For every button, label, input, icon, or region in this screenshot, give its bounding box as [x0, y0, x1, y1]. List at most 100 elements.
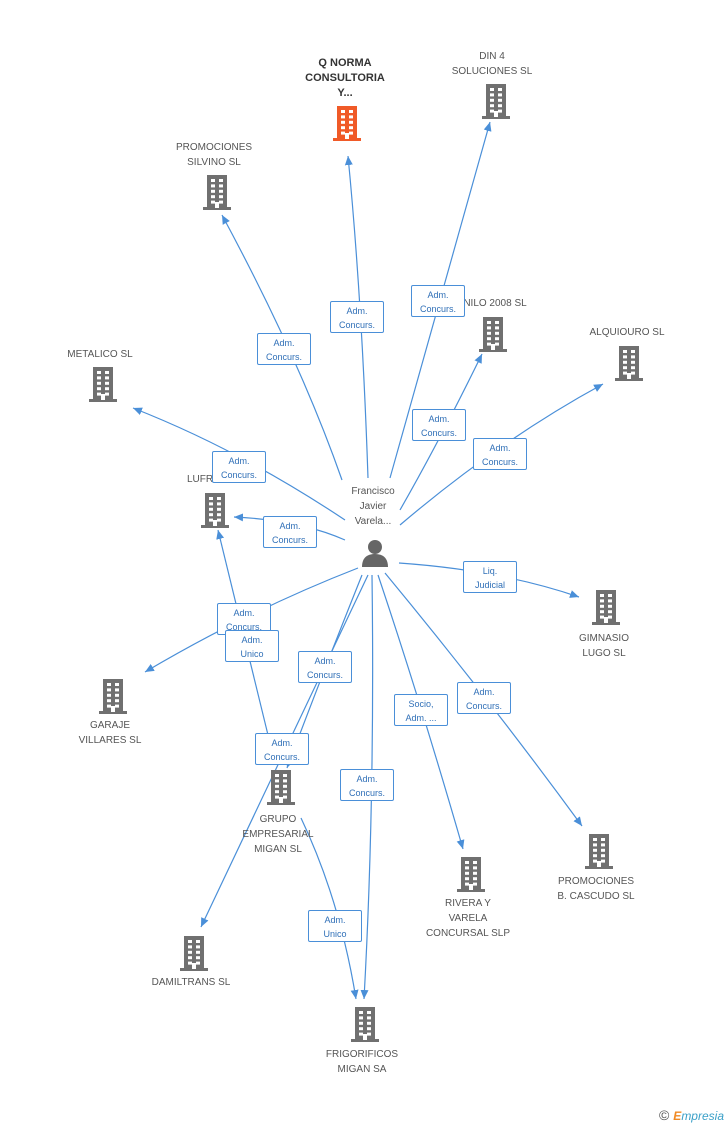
company-name: GIMNASIO LUGO SL [539, 631, 669, 661]
relation-label-metalico[interactable]: Adm. Concurs. [212, 451, 266, 483]
relation-label-line: Concurs. [420, 428, 457, 438]
relation-label-line: Adm. [428, 414, 450, 424]
company-name-line: CONCURSAL SLP [425, 928, 511, 939]
company-name: LUFR [135, 472, 265, 487]
relation-label-qnorma[interactable]: Adm. Concurs. [330, 301, 384, 333]
relation-label-line: Adm. [473, 687, 495, 697]
building-icon [99, 679, 127, 714]
copyright-symbol: © [658, 1107, 670, 1123]
company-name-line: GIMNASIO [578, 633, 629, 644]
company-name-line: ALQUIOURO SL [589, 327, 665, 338]
relation-label-line: Adm. ... [405, 713, 437, 723]
building-icon [592, 590, 620, 625]
relation-label-nilo[interactable]: Adm. Concurs. [412, 409, 466, 441]
relation-label-line: Concurs. [419, 304, 456, 314]
company-name-line: FRIGORIFICOS [325, 1049, 399, 1060]
relation-label-line: Adm. [271, 738, 293, 748]
relation-label-damiltrans[interactable]: Adm.Concurs. [255, 733, 309, 765]
company-name: ALQUIOURO SL [562, 325, 692, 340]
company-name-line: EMPRESARIAL [242, 829, 314, 840]
relation-label-lufr[interactable]: Adm. Unico [225, 630, 279, 662]
building-icon [333, 106, 361, 141]
relation-label-line: Concurs. [265, 352, 302, 362]
relation-label-line: Liq. [482, 566, 498, 576]
relation-label-line: Adm. [324, 915, 346, 925]
company-name-line: PROMOCIONES [557, 876, 635, 887]
building-icon [351, 1007, 379, 1042]
person-icon [362, 540, 388, 567]
relation-label-line: Adm. [228, 456, 250, 466]
building-icon [267, 770, 295, 805]
center-person-name: Francisco Javier Varela... [351, 486, 395, 527]
company-name-line: Q NORMA [318, 57, 372, 69]
building-icon [457, 857, 485, 892]
company-name-line: GARAJE [89, 720, 130, 731]
company-name-line: VARELA [448, 913, 488, 924]
company-name: DAMILTRANS SL [126, 975, 256, 990]
relation-label-line: Adm. [356, 774, 378, 784]
building-icon [482, 84, 510, 119]
relation-label-line: Concurs. [465, 701, 502, 711]
relation-label-cascudo[interactable]: Adm. Concurs. [457, 682, 511, 714]
company-name: Q NORMA CONSULTORIA Y... [280, 56, 410, 101]
company-name-line: LUGO SL [582, 648, 626, 659]
building-icon [89, 367, 117, 402]
relation-label-line: Adm. [273, 338, 295, 348]
company-name: RIVERA Y VARELA CONCURSAL SLP [403, 896, 533, 941]
company-name-line: SOLUCIONES SL [451, 66, 533, 77]
relation-label-line: Adm. [427, 290, 449, 300]
building-icon [479, 317, 507, 352]
relation-label-rivera[interactable]: Socio, Adm. ... [394, 694, 448, 726]
company-name-line: DAMILTRANS SL [151, 977, 231, 988]
relation-label-line: Concurs. [306, 670, 343, 680]
relation-label-line: Unico [323, 929, 347, 939]
relation-label-line: Adm. [241, 635, 263, 645]
relation-label-alquiouro[interactable]: Adm. Concurs. [473, 438, 527, 470]
relation-label-garaje[interactable]: Adm. Concurs. [217, 603, 271, 635]
company-name-line: RIVERA Y [445, 898, 491, 909]
company-name-line: SILVINO SL [187, 157, 241, 168]
relation-label-frigorificos[interactable]: Adm. Unico [308, 910, 362, 942]
company-name-line: CONSULTORIA [305, 72, 385, 84]
relation-label-line: Judicial [474, 580, 505, 590]
relation-label-lufr[interactable]: Adm. Concurs. [263, 516, 317, 548]
building-icon [180, 936, 208, 971]
relation-label-line: Concurs. [348, 788, 385, 798]
relation-label-line: Concurs. [481, 457, 518, 467]
empresia-watermark: ©Empresia [659, 1107, 724, 1123]
company-name-line: MIGAN SA [337, 1064, 387, 1075]
company-name-line: DIN 4 [479, 51, 505, 62]
relation-label-line: Adm. [279, 521, 301, 531]
company-name-line: MIGAN SL [254, 844, 302, 855]
empresia-logo-text: mpresia [681, 1109, 724, 1123]
relation-label-silvino[interactable]: Adm. Concurs. [257, 333, 311, 365]
company-name-line: LUFR [186, 474, 214, 485]
edge-line-frigorificos [300, 817, 359, 1000]
relation-label-line: Concurs. [220, 470, 257, 480]
relation-label-line: Adm. [346, 306, 368, 316]
company-name-line: GRUPO [259, 814, 297, 825]
edge-line-damiltrans [200, 574, 369, 928]
company-name-line: B. CASCUDO SL [557, 891, 635, 902]
relation-label-line: Socio, [408, 699, 434, 709]
building-icon [201, 493, 229, 528]
company-name: METALICO SL [35, 347, 165, 362]
relation-label-line: Adm. [489, 443, 511, 453]
company-name: PROMOCIONES B. CASCUDO SL [531, 874, 661, 904]
relation-label-frigorificos[interactable]: Adm. Concurs. [340, 769, 394, 801]
empresia-logo-initial: E [673, 1109, 682, 1123]
relation-label-gimnasio[interactable]: Liq. Judicial [463, 561, 517, 593]
company-name: FRIGORIFICOS MIGAN SA [297, 1047, 427, 1077]
relation-label-line: Concurs. [338, 320, 375, 330]
relation-label-line: Adm. [233, 608, 255, 618]
relation-label-din4[interactable]: Adm. Concurs. [411, 285, 465, 317]
building-icon [203, 175, 231, 210]
relation-label-line: Adm. [314, 656, 336, 666]
relation-label-line: Concurs. [271, 535, 308, 545]
relation-label-grupo[interactable]: Adm. Concurs. [298, 651, 352, 683]
relation-label-line: Concurs. [225, 622, 262, 632]
company-name: NILO 2008 SL [430, 296, 560, 311]
building-icon [585, 834, 613, 869]
company-name-line: Y... [337, 87, 353, 99]
relation-label-line: Unico [240, 649, 264, 659]
